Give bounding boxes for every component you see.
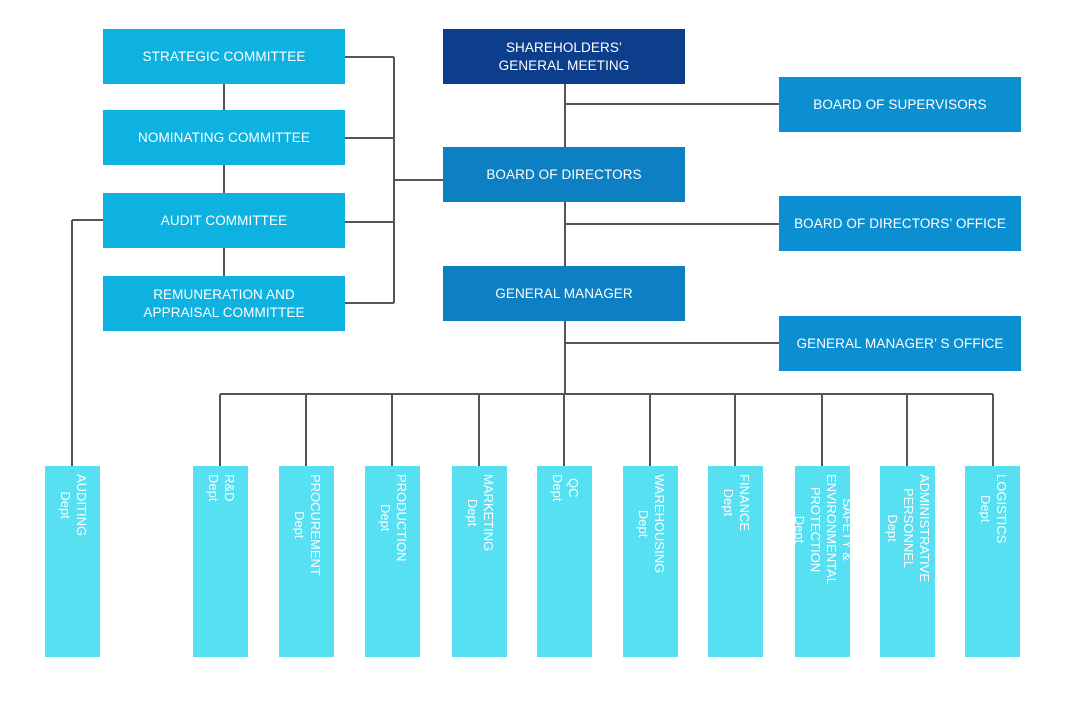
node-label: AUDIT COMMITTEE [160,212,288,228]
dept-label: PROCUREMENT Dept [291,474,323,576]
node-label: NOMINATING COMMITTEE [138,129,310,145]
dept-label: SAFETY & ENVIRONMENTAL PROTECTION Dept [791,474,855,585]
dept-rd: R&D Dept [193,466,248,657]
dept-label: ADMINISTRATIVE PERSONNEL Dept [884,474,932,583]
dept-label: FINANCE Dept [720,474,752,532]
node-label: REMUNERATION AND APPRAISAL COMMITTEE [143,286,305,320]
node-label: BOARD OF DIRECTORS’ OFFICE [794,215,1006,231]
node-strategic-committee: STRATEGIC COMMITTEE [103,29,345,84]
dept-label: WAREHOUSING Dept [635,474,667,574]
dept-procurement: PROCUREMENT Dept [279,466,334,657]
dept-safety-environmental: SAFETY & ENVIRONMENTAL PROTECTION Dept [792,466,855,657]
dept-label: R&D Dept [205,474,237,502]
node-board-of-directors: BOARD OF DIRECTORS [443,147,685,202]
node-general-manager: GENERAL MANAGER [443,266,685,321]
node-label: GENERAL MANAGER’ S OFFICE [796,335,1004,351]
dept-label: AUDITING Dept [57,474,89,537]
node-nominating-committee: NOMINATING COMMITTEE [103,110,345,165]
node-label: SHAREHOLDERS’ GENERAL MEETING [498,39,630,73]
node-label: STRATEGIC COMMITTEE [142,48,306,64]
dept-label: MARKETING Dept [464,474,496,552]
dept-label: LOGISTICS Dept [977,474,1009,544]
node-label: BOARD OF DIRECTORS [486,166,642,182]
node-label: GENERAL MANAGER [495,285,633,301]
node-remuneration-committee: REMUNERATION AND APPRAISAL COMMITTEE [103,276,345,331]
dept-marketing: MARKETING Dept [452,466,507,657]
node-general-managers-office: GENERAL MANAGER’ S OFFICE [779,316,1021,371]
dept-finance: FINANCE Dept [708,466,763,657]
dept-production: PRODUCTION Dept [365,466,420,657]
node-label: BOARD OF SUPERVISORS [813,96,987,112]
node-board-of-directors-office: BOARD OF DIRECTORS’ OFFICE [779,196,1021,251]
node-audit-committee: AUDIT COMMITTEE [103,193,345,248]
dept-logistics: LOGISTICS Dept [965,466,1020,657]
node-shareholders-meeting: SHAREHOLDERS’ GENERAL MEETING [443,29,685,84]
dept-warehousing: WAREHOUSING Dept [623,466,678,657]
dept-administrative-personnel: ADMINISTRATIVE PERSONNEL Dept [880,466,935,657]
dept-label: QC Dept [549,474,581,502]
dept-qc: QC Dept [537,466,592,657]
dept-auditing: AUDITING Dept [45,466,100,657]
dept-label: PRODUCTION Dept [377,474,409,562]
node-board-of-supervisors: BOARD OF SUPERVISORS [779,77,1021,132]
